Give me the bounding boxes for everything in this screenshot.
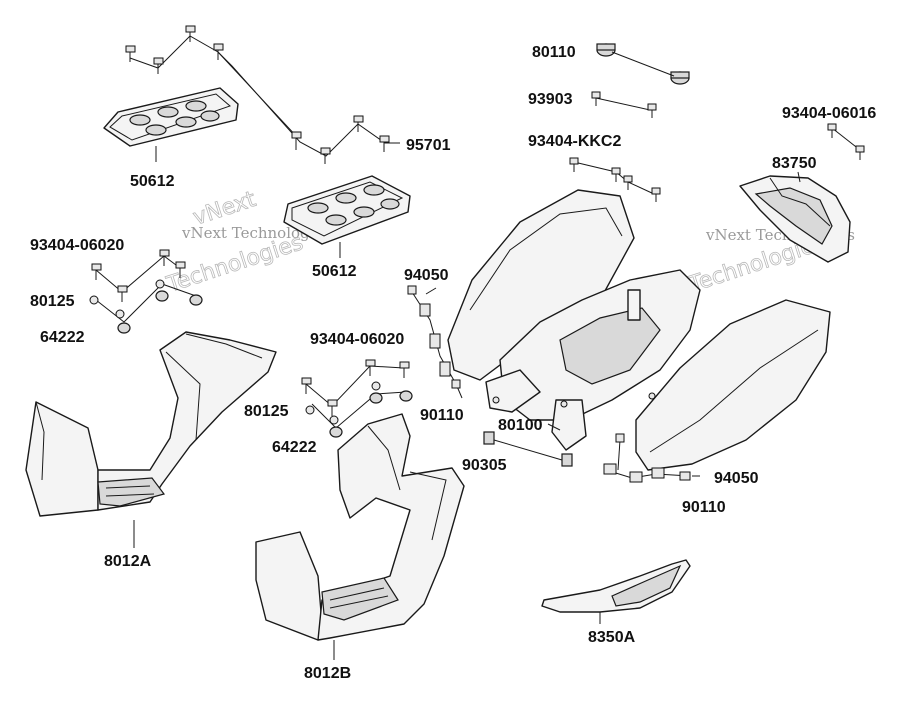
bolt-chain-95701 xyxy=(125,25,400,164)
bumpers-80110 xyxy=(596,43,690,85)
rack-50612-lower xyxy=(283,175,411,258)
label-64222-left: 64222 xyxy=(40,329,85,346)
label-50612-upper: 50612 xyxy=(130,173,175,190)
label-90110-left: 90110 xyxy=(420,407,464,424)
label-93404-KKC2: 93404-KKC2 xyxy=(528,133,621,150)
label-93404-06020-center: 93404-06020 xyxy=(310,331,404,348)
rear-fender-8012B xyxy=(255,413,465,660)
clips-90305 xyxy=(483,431,573,467)
bracket-set-94050-90110-left xyxy=(407,285,463,399)
seat-latch xyxy=(627,289,641,321)
label-8012B: 8012B xyxy=(304,665,351,682)
label-8012A: 8012A xyxy=(104,553,152,570)
bolts-93404-KKC2 xyxy=(569,157,661,202)
skid-plate-8350A xyxy=(541,559,691,624)
label-80125-center: 80125 xyxy=(244,403,289,420)
fastener-set-left xyxy=(89,249,203,334)
label-95701: 95701 xyxy=(406,137,451,154)
label-93404-06020-left: 93404-06020 xyxy=(30,237,124,254)
fastener-set-center xyxy=(301,359,413,438)
label-80110: 80110 xyxy=(532,44,576,61)
label-93903: 93903 xyxy=(528,91,573,108)
part-labels: 80110 93903 93404-06016 95701 93404-KKC2… xyxy=(30,44,876,682)
bolts-93404-06016 xyxy=(827,123,865,160)
rack-50612-upper xyxy=(103,87,239,162)
cover-83750 xyxy=(739,171,851,263)
label-80125-left: 80125 xyxy=(30,293,75,310)
label-94050-left: 94050 xyxy=(404,267,449,284)
front-fender-8012A xyxy=(25,331,277,548)
label-83750: 83750 xyxy=(772,155,817,172)
label-94050-right: 94050 xyxy=(714,470,759,487)
label-93404-06016: 93404-06016 xyxy=(782,105,876,122)
watermark-text-left: vNext Technologies xyxy=(181,224,331,242)
rear-body-80100 xyxy=(447,189,831,471)
label-90305: 90305 xyxy=(462,457,507,474)
bolt-icon xyxy=(125,25,390,164)
label-90110-right: 90110 xyxy=(682,499,726,516)
label-80100: 80100 xyxy=(498,417,543,434)
label-50612-lower: 50612 xyxy=(312,263,357,280)
bolts-93903 xyxy=(591,91,657,118)
label-8350A: 8350A xyxy=(588,629,636,646)
label-64222-center: 64222 xyxy=(272,439,317,456)
bracket-set-94050-90110-right xyxy=(603,433,700,483)
